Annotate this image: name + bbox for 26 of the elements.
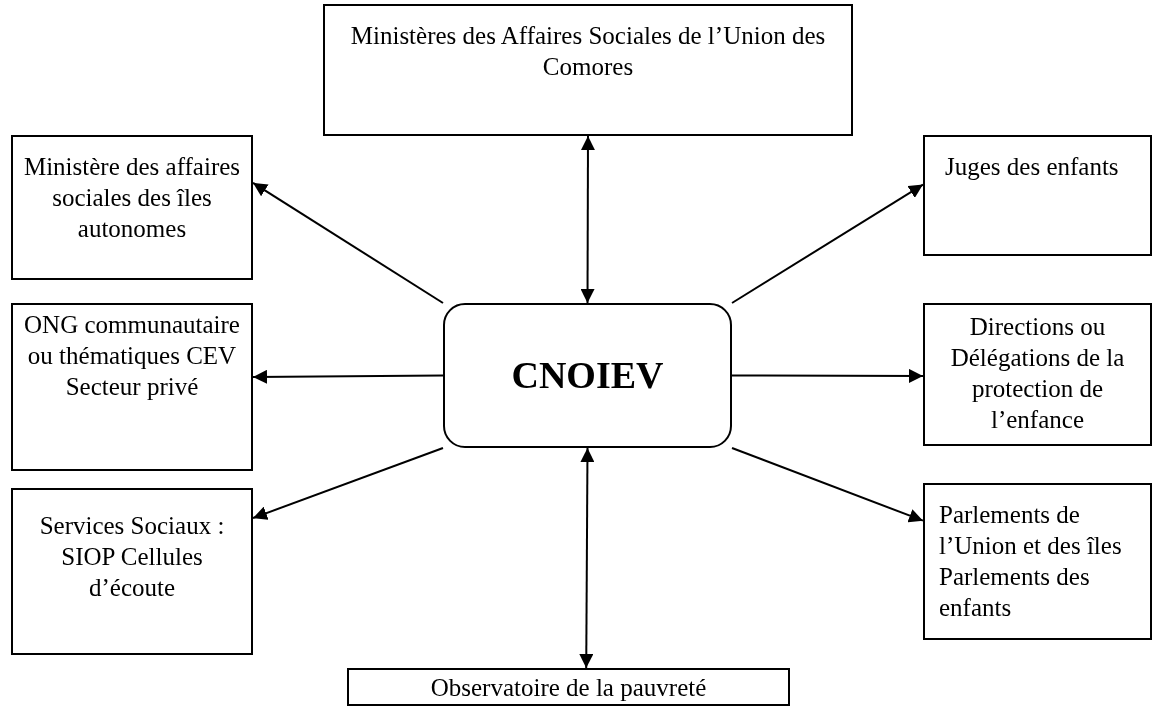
- node-label: Ministères des Affaires Sociales de l’Union des Comores: [349, 21, 827, 82]
- entity-box: [347, 668, 790, 706]
- arrow: [579, 447, 595, 669]
- node-label: Parlements de l’Union et des îles Parlements des enfants: [939, 500, 1123, 623]
- central-rounded-box: [443, 303, 732, 448]
- entity-box: [923, 483, 1152, 640]
- entity-box: [923, 303, 1152, 446]
- entity-box: [11, 303, 253, 471]
- node-label: Services Sociaux : SIOP Cellules d’écoute: [38, 511, 226, 603]
- node-label: Juges des enfants: [945, 152, 1120, 182]
- arrow: [252, 369, 444, 384]
- node-label: ONG communautaire ou thématiques CEV Secteur privé: [23, 310, 241, 402]
- arrow: [731, 368, 924, 383]
- entity-box: [923, 135, 1152, 256]
- arrow: [731, 183, 924, 304]
- node-label: CNOIEV: [510, 352, 665, 398]
- entity-box: [11, 488, 253, 655]
- arrow: [252, 447, 444, 520]
- node-label: Directions ou Délégations de la protection de l’enfance: [949, 312, 1126, 435]
- arrow: [252, 181, 444, 304]
- node-label: Observatoire de la pauvreté: [429, 672, 708, 703]
- entity-box: [323, 4, 853, 136]
- node-label: Ministère des affaires sociales des îles autonomes: [22, 152, 242, 244]
- arrow: [580, 135, 595, 304]
- arrow: [731, 447, 924, 523]
- entity-box: [11, 135, 253, 280]
